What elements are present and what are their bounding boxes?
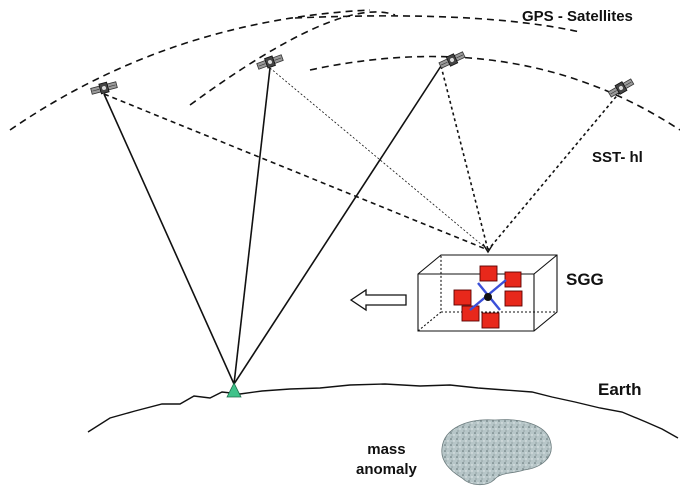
orbit-1: [9, 9, 371, 131]
sst-hl-lines: [103, 65, 621, 251]
mass-anomaly-label-line1: mass: [367, 441, 406, 458]
sgg-arrowhead: [482, 243, 494, 254]
earth-surface: [87, 383, 679, 439]
earth-label: Earth: [598, 380, 642, 399]
gradiometer-center: [484, 293, 492, 301]
ground-station-icon: [226, 382, 242, 398]
mass-anomaly-label: mass anomaly: [356, 440, 417, 480]
satellite-icon: [89, 79, 119, 97]
sst-hl-label: SST- hl: [592, 149, 643, 166]
orbit-2: [189, 11, 396, 106]
satellite-icon: [437, 49, 467, 71]
ground-tracking-lines: [103, 65, 442, 385]
sgg-label: SGG: [566, 270, 604, 289]
accelerometer-cubes: [453, 265, 523, 329]
gradiometer-box-icon: [417, 254, 558, 332]
gps-satellites-label: GPS - Satellites: [522, 8, 633, 25]
orbit-4: [309, 55, 680, 131]
gps-orbits: [9, 9, 680, 131]
satellite-icon: [606, 76, 636, 100]
mass-anomaly-label-line2: anomaly: [356, 461, 417, 478]
mass-anomaly-blob: [441, 419, 552, 486]
orbit-3: [294, 15, 581, 33]
left-arrow-icon: [349, 288, 407, 312]
